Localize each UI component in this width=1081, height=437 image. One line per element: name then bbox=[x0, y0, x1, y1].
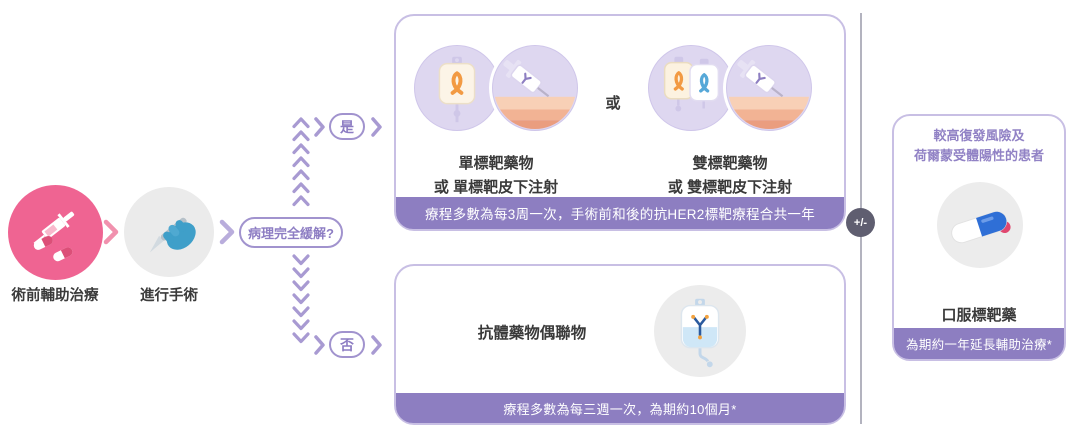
targeted-therapy-box: 單標靶藥物 或 單標靶皮下注射 或 雙標靶藥物 或 雙標靶皮下注射 療程多數為每… bbox=[394, 14, 846, 231]
surgery-step-circle bbox=[124, 187, 214, 277]
chevron-right-icon bbox=[371, 117, 382, 137]
single-sc-circle bbox=[492, 45, 578, 131]
iv-bag-ribbon-icon bbox=[415, 46, 499, 130]
no-badge: 否 bbox=[329, 331, 365, 358]
adc-circle bbox=[654, 285, 746, 377]
neoadjuvant-step-circle bbox=[8, 185, 103, 280]
extended-header: 較高復發風險及 荷爾蒙受體陽性的患者 bbox=[894, 126, 1064, 166]
plus-minus-badge: +/- bbox=[846, 208, 875, 237]
yes-badge: 是 bbox=[329, 113, 365, 140]
single-target-label: 單標靶藥物 或 單標靶皮下注射 bbox=[396, 152, 596, 200]
dual-target-line1: 雙標靶藥物 bbox=[692, 155, 768, 172]
subcutaneous-syringe-icon bbox=[727, 46, 811, 130]
dual-iv-bags-icon bbox=[649, 46, 733, 130]
zigzag-connector-down bbox=[292, 254, 310, 344]
single-target-line2: 或 單標靶皮下注射 bbox=[433, 179, 559, 196]
flow-arrow-icon bbox=[103, 219, 119, 245]
dual-target-line2: 或 雙標靶皮下注射 bbox=[667, 179, 793, 196]
dual-target-label: 雙標靶藥物 或 雙標靶皮下注射 bbox=[630, 152, 830, 200]
chevron-right-icon bbox=[314, 335, 325, 355]
subcutaneous-syringe-icon bbox=[493, 46, 577, 130]
chevron-right-icon bbox=[314, 117, 325, 137]
hand-scalpel-icon bbox=[131, 194, 207, 270]
surgery-step-label: 進行手術 bbox=[140, 288, 198, 304]
extended-header-line1: 較高復發風險及 bbox=[933, 128, 1025, 143]
extended-therapy-box: 較高復發風險及 荷爾蒙受體陽性的患者 口服標靶藥 為期約一年延長輔助治療* bbox=[892, 114, 1066, 361]
extended-footer: 為期約一年延長輔助治療* bbox=[894, 328, 1064, 359]
adc-footer: 療程多數為每三週一次，為期約10個月* bbox=[396, 393, 844, 423]
or-label: 或 bbox=[605, 95, 621, 112]
oral-drug-label: 口服標靶藥 bbox=[941, 307, 1017, 324]
decision-pill: 病理完全緩解? bbox=[239, 217, 343, 248]
extended-header-line2: 荷爾蒙受體陽性的患者 bbox=[913, 148, 1044, 164]
adc-box: 抗體藥物偶聯物 療程多數為每三週一次，為期約10個月* bbox=[394, 264, 846, 425]
adc-label: 抗體藥物偶聯物 bbox=[477, 325, 587, 342]
single-target-line1: 單標靶藥物 bbox=[458, 155, 534, 172]
single-iv-circle bbox=[414, 45, 500, 131]
chevron-right-icon bbox=[371, 335, 382, 355]
flow-arrow-icon bbox=[219, 219, 235, 245]
zigzag-connector-up bbox=[292, 117, 310, 207]
adc-iv-bag-icon bbox=[655, 286, 745, 376]
dual-sc-circle bbox=[726, 45, 812, 131]
targeted-therapy-footer: 療程多數為每3周一次，手術前和後的抗HER2標靶療程合共一年 bbox=[396, 197, 844, 229]
dual-iv-circle bbox=[648, 45, 734, 131]
syringe-pills-icon bbox=[17, 194, 95, 272]
oral-drug-circle bbox=[937, 182, 1023, 268]
oral-capsule-icon bbox=[938, 183, 1022, 267]
neoadjuvant-step-label: 術前輔助治療 bbox=[11, 288, 99, 304]
